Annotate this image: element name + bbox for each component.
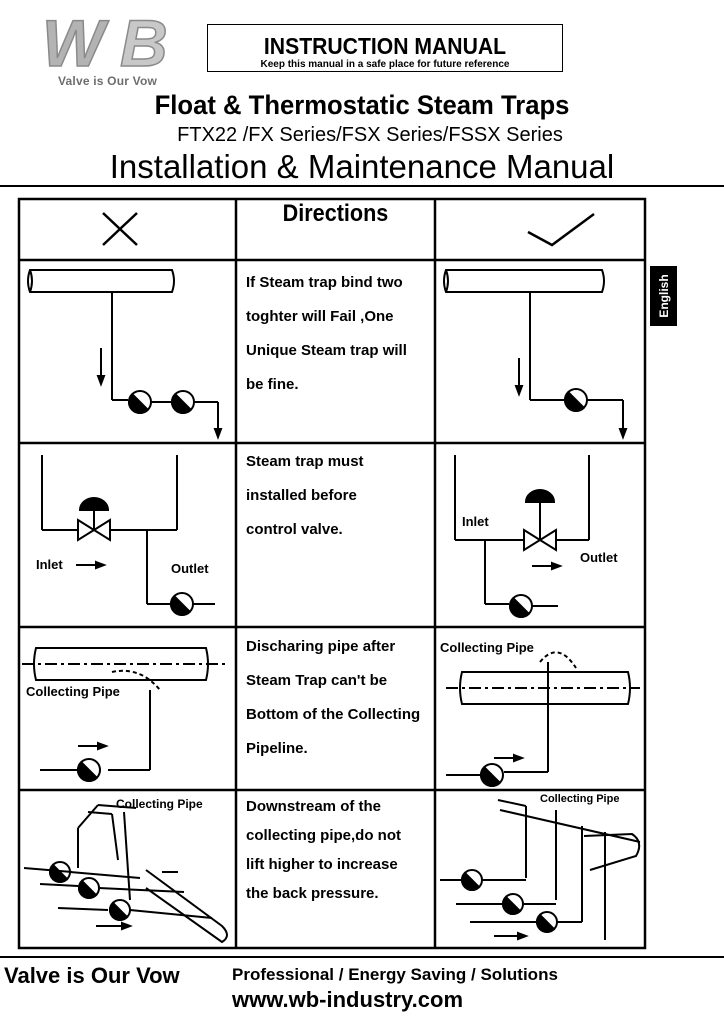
row1-wrong-diagram	[27, 269, 223, 440]
text-line: Steam trap must	[246, 453, 364, 470]
directions-header: Directions	[282, 200, 389, 227]
text-line: Steam Trap can't be	[246, 672, 388, 689]
footer-website: www.wb-industry.com	[232, 987, 464, 1012]
text-line: Pipeline.	[246, 740, 308, 757]
row3-direction-text: Discharing pipe after Steam Trap can't b…	[246, 630, 436, 766]
product-series: FTX22 /FX Series/FSX Series/FSSX Series	[177, 124, 563, 146]
svg-text:W: W	[42, 6, 109, 74]
logo-tagline: Valve is Our Vow	[58, 74, 158, 88]
footer-tagline: Professional / Energy Saving / Solutions	[232, 965, 558, 984]
row2-direction-text: Steam trap must installed before control…	[246, 445, 436, 547]
row2-right-outlet-label: Outlet	[580, 550, 618, 565]
text-line: control valve.	[246, 521, 343, 538]
row2-right-inlet-label: Inlet	[462, 514, 489, 529]
text-line: Bottom of the Collecting	[246, 706, 421, 723]
row2-right-diagram	[454, 455, 590, 618]
row3-wrong-pipe-label: Collecting Pipe	[26, 684, 120, 699]
header-divider	[0, 185, 724, 187]
row2-wrong-inlet-label: Inlet	[36, 557, 63, 572]
svg-text:B: B	[120, 6, 168, 74]
footer-divider	[0, 956, 724, 958]
row4-direction-text: Downstream of the collecting pipe,do not…	[246, 792, 436, 908]
text-line: Downstream of the	[246, 798, 382, 815]
footer-slogan: Valve is Our Vow	[4, 963, 180, 988]
table-grid	[17, 197, 647, 950]
row4-right-pipe-label: Collecting Pipe	[540, 793, 619, 805]
page-title: Float & Thermostatic Steam Traps	[154, 90, 570, 120]
page-subtitle: Installation & Maintenance Manual	[109, 148, 615, 185]
row4-wrong-diagram	[23, 804, 228, 944]
text-line: be fine.	[246, 376, 299, 393]
row3-right-pipe-label: Collecting Pipe	[440, 640, 534, 655]
text-line: collecting pipe,do not	[246, 827, 401, 844]
row4-wrong-pipe-label: Collecting Pipe	[116, 797, 203, 811]
row3-right-diagram	[446, 651, 640, 787]
instruction-manual-box: INSTRUCTION MANUAL Keep this manual in a…	[207, 24, 563, 72]
text-line: Discharing pipe after	[246, 638, 396, 655]
wb-logo-mark: W B	[41, 5, 168, 81]
language-tab: English	[650, 266, 677, 326]
row1-direction-text: If Steam trap bind two toghter will Fail…	[246, 266, 436, 402]
text-line: Unique Steam trap will	[246, 342, 407, 359]
text-line: installed before	[246, 487, 357, 504]
text-line: lift higher to increase	[246, 856, 398, 873]
text-line: toghter will Fail ,One	[246, 308, 394, 325]
company-logo: W B Valve is Our Vow	[40, 4, 190, 90]
row3-wrong-diagram	[22, 647, 226, 782]
row1-right-diagram	[443, 269, 628, 440]
check-mark-icon	[527, 212, 595, 247]
manual-note: Keep this manual in a safe place for fut…	[260, 59, 510, 70]
text-line: the back pressure.	[246, 885, 379, 902]
x-mark-icon	[102, 212, 138, 246]
text-line: If Steam trap bind two	[246, 274, 403, 291]
row4-right-diagram	[440, 799, 641, 941]
row2-wrong-diagram	[41, 455, 215, 616]
row2-wrong-outlet-label: Outlet	[171, 561, 209, 576]
manual-title: INSTRUCTION MANUAL	[263, 33, 507, 59]
